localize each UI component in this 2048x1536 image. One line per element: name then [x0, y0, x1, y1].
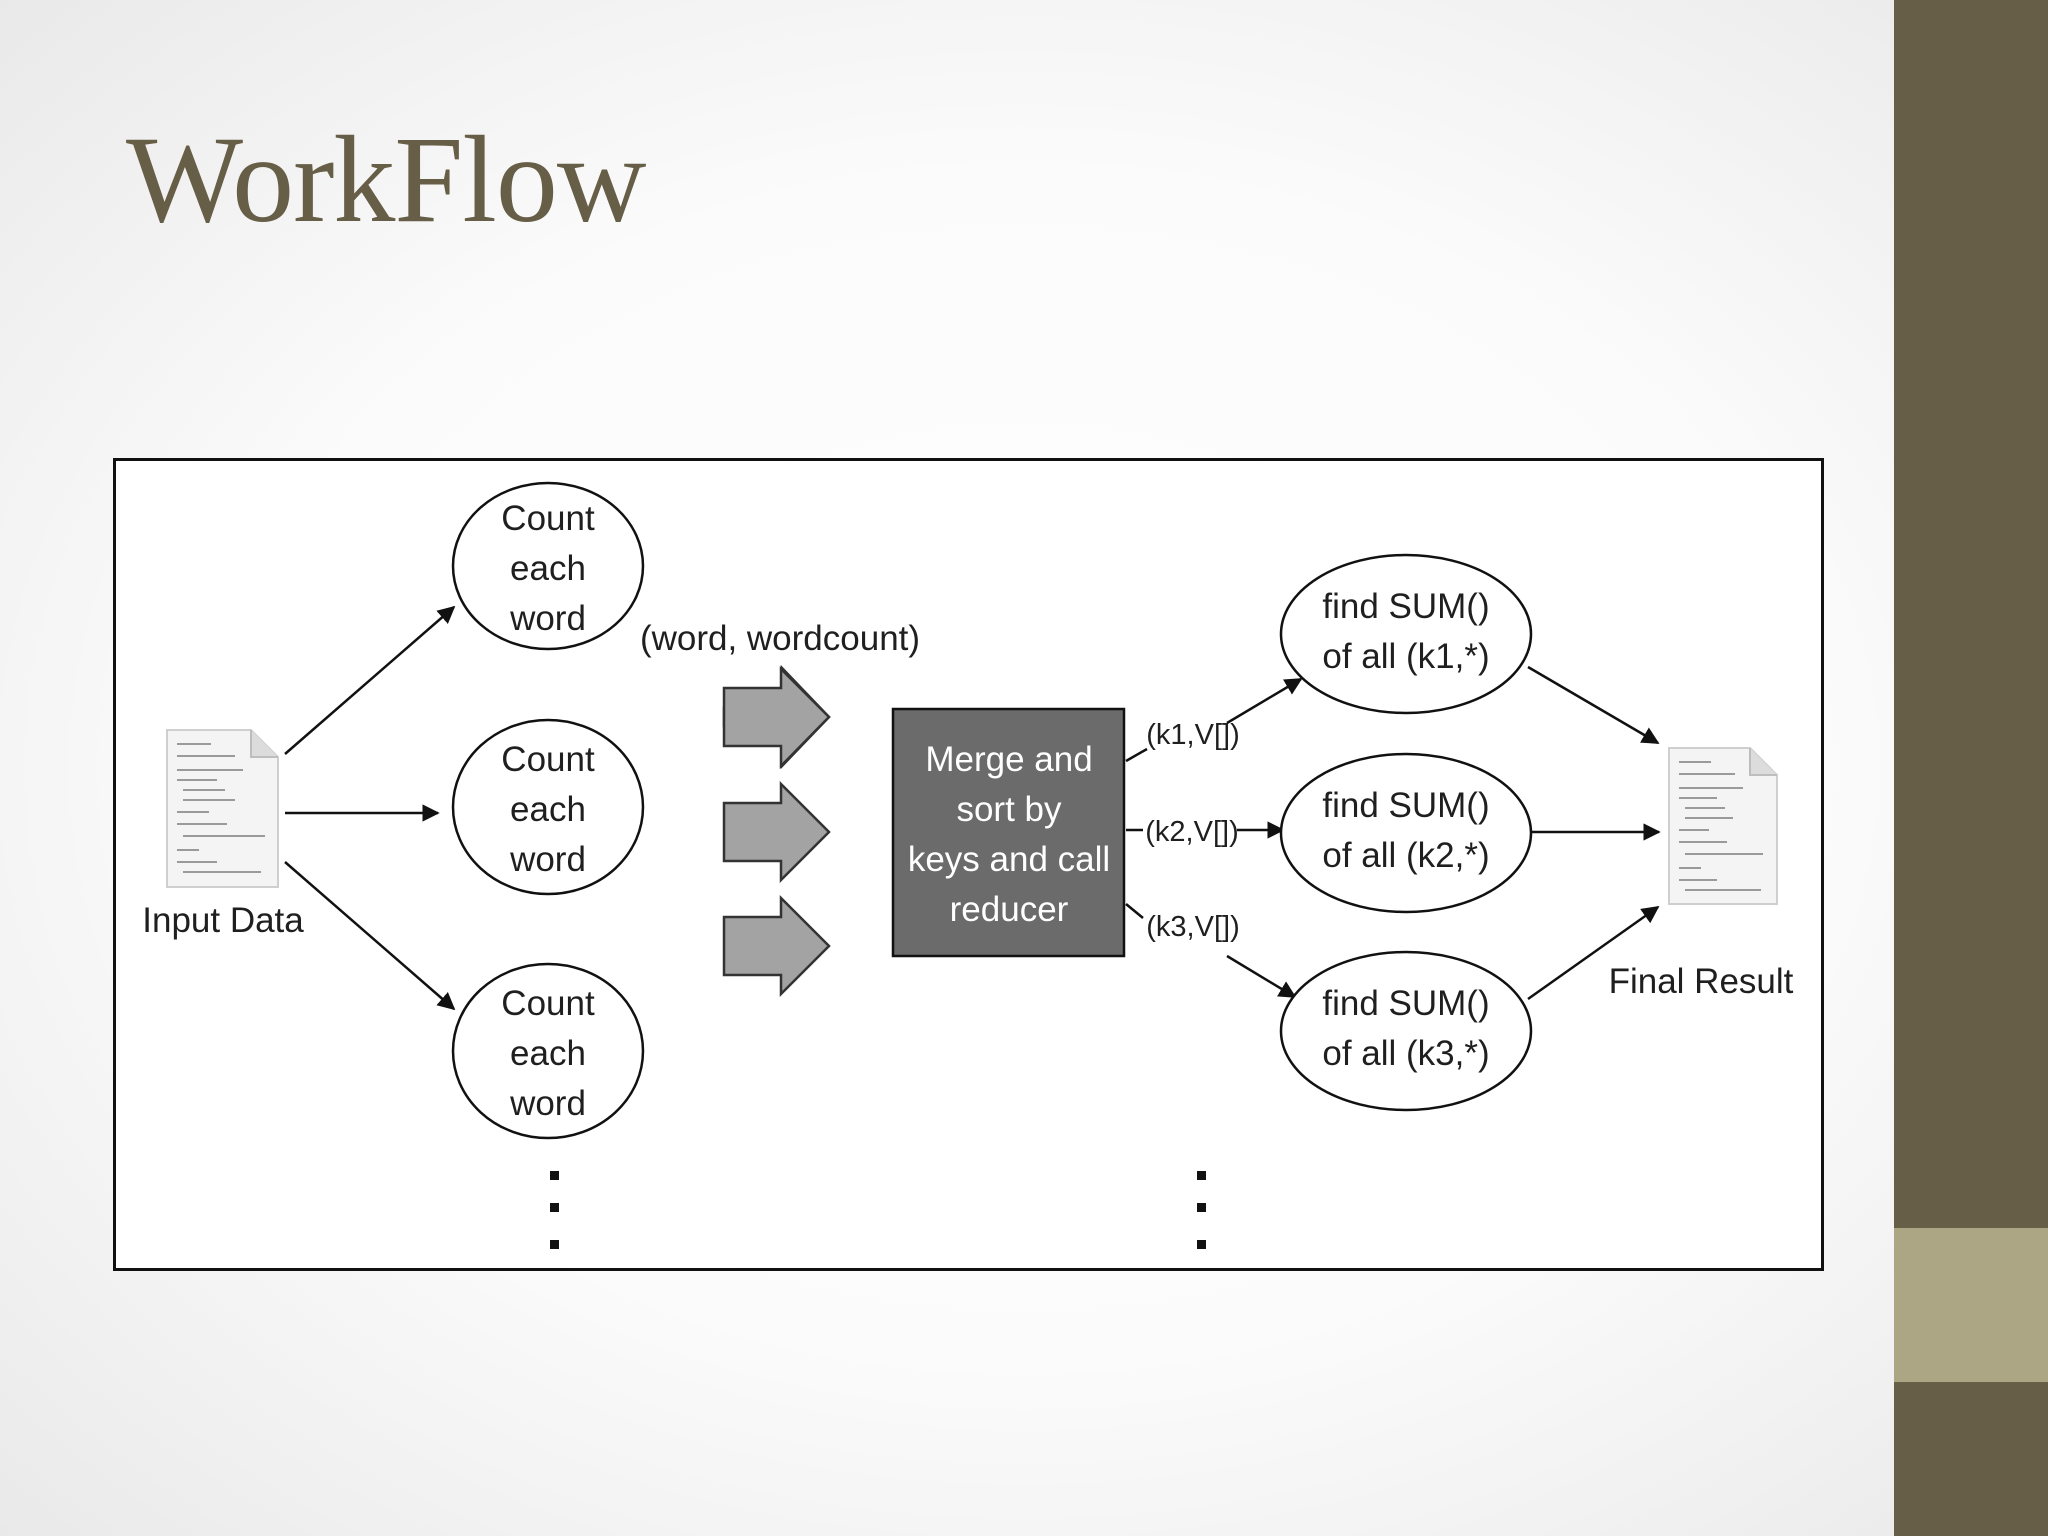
arrow-reducer-1-to-output	[1527, 665, 1660, 745]
block-arrow-a	[722, 665, 831, 770]
mapper-1-line-2: each	[510, 549, 586, 588]
mapper-1-line-1: Count	[501, 499, 595, 538]
sidebar-accent-block	[1894, 1228, 2048, 1382]
reducer-1-line-1: find SUM()	[1322, 587, 1489, 626]
reducer-2-line-2: of all (k2,*)	[1322, 836, 1489, 875]
mapper-2-line-1: Count	[501, 740, 595, 779]
key-label-3: (k3,V[])	[1146, 911, 1239, 943]
merge-sort-box: Merge and sort by keys and call reducer	[891, 707, 1126, 958]
key-arrows	[1125, 677, 1303, 999]
arrow-input-to-mapper-3	[284, 861, 456, 1011]
mapper-1: Count each word	[451, 481, 645, 651]
arrow-reducer-3-to-output	[1527, 905, 1660, 1001]
reducer-3-line-1: find SUM()	[1322, 984, 1489, 1023]
merge-line-2: sort by	[956, 790, 1062, 829]
input-document-icon	[166, 729, 279, 888]
block-arrow-b	[722, 780, 831, 884]
block-arrow-c	[722, 894, 831, 998]
output-arrows	[1527, 665, 1661, 1001]
slide-title: WorkFlow	[126, 111, 646, 248]
merge-line-3: keys and call	[908, 840, 1110, 879]
continuation-dots-mappers	[550, 1171, 559, 1249]
mapper-3: Count each word	[451, 962, 645, 1140]
arrow-key-1-head	[1226, 677, 1303, 725]
merge-line-1: Merge and	[925, 740, 1092, 779]
arrow-key-1	[1125, 747, 1148, 763]
key-label-1: (k1,V[])	[1146, 719, 1239, 751]
reducer-3-line-2: of all (k3,*)	[1322, 1034, 1489, 1073]
arrow-key-3-head	[1226, 954, 1297, 999]
map-output-label: (word, wordcount)	[640, 619, 920, 658]
mapper-1-line-3: word	[509, 599, 586, 638]
workflow-diagram: Input Data Count each word Count each wo…	[113, 458, 1824, 1271]
final-result-label: Final Result	[1609, 962, 1794, 1001]
reducer-3: find SUM() of all (k3,*)	[1279, 950, 1533, 1112]
reducer-2: find SUM() of all (k2,*)	[1279, 752, 1533, 914]
input-data-label: Input Data	[142, 901, 304, 940]
arrow-input-to-mapper-1	[284, 605, 456, 755]
input-arrows	[284, 605, 456, 1011]
mapper-2-line-3: word	[509, 840, 586, 879]
mapper-3-line-1: Count	[501, 984, 595, 1023]
mapper-2: Count each word	[451, 718, 645, 896]
reducer-1: find SUM() of all (k1,*)	[1279, 553, 1533, 715]
merge-line-4: reducer	[950, 890, 1069, 929]
reducer-1-line-2: of all (k1,*)	[1322, 637, 1489, 676]
reducer-2-line-1: find SUM()	[1322, 786, 1489, 825]
continuation-dots-keys	[1197, 1171, 1206, 1249]
output-document-icon	[1668, 747, 1778, 905]
mapper-3-line-2: each	[510, 1034, 586, 1073]
block-arrows-detail	[722, 665, 831, 998]
mapper-2-line-2: each	[510, 790, 586, 829]
arrow-key-3	[1125, 903, 1144, 919]
key-label-2: (k2,V[])	[1145, 816, 1238, 848]
mapper-3-line-3: word	[509, 1084, 586, 1123]
